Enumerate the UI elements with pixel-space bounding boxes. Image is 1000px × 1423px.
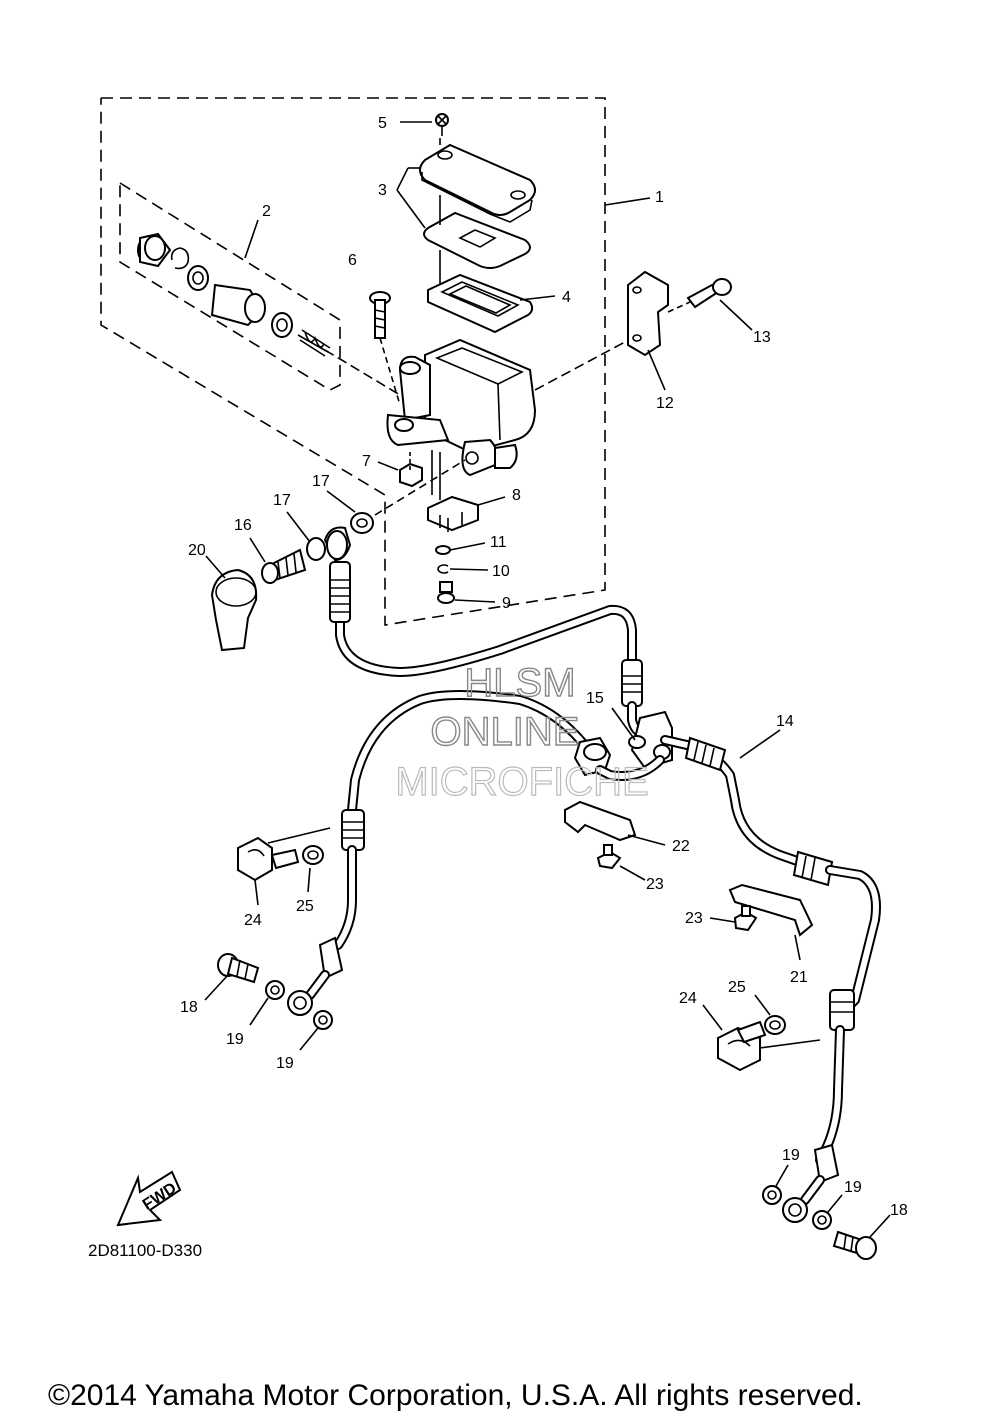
callout-17b: 17 bbox=[312, 473, 330, 490]
washer-part-19c bbox=[762, 1164, 789, 1205]
piston-kit-boundary bbox=[119, 181, 341, 391]
callout-22: 22 bbox=[672, 838, 690, 855]
callout-19b: 19 bbox=[276, 1055, 294, 1072]
callout-25b: 25 bbox=[728, 979, 746, 996]
copyright-notice: ©2014 Yamaha Motor Corporation, U.S.A. A… bbox=[48, 1379, 863, 1412]
screw-part-9 bbox=[437, 581, 496, 604]
brake-hose-right-part-14 bbox=[660, 729, 881, 1223]
piston-kit-part-2 bbox=[137, 232, 401, 396]
bracket-part-22 bbox=[564, 800, 666, 846]
callout-17a: 17 bbox=[273, 492, 291, 509]
screw-part-5 bbox=[400, 113, 449, 136]
washer-part-19b bbox=[299, 1010, 333, 1051]
nut-part-25a bbox=[302, 845, 324, 893]
callout-4: 4 bbox=[562, 289, 571, 306]
joint-part-15 bbox=[611, 707, 673, 770]
callout-21: 21 bbox=[790, 969, 808, 986]
callout-12: 12 bbox=[656, 395, 674, 412]
callout-24a: 24 bbox=[244, 912, 262, 929]
washer-part-19d bbox=[812, 1194, 843, 1230]
callout-7: 7 bbox=[362, 453, 371, 470]
callout-5: 5 bbox=[378, 115, 387, 132]
bolt-part-23a bbox=[596, 844, 646, 881]
diaphragm-part-4 bbox=[427, 273, 556, 334]
master-cylinder-body bbox=[386, 334, 639, 500]
watermark-line2: ONLINE bbox=[431, 710, 580, 754]
holder-part-12 bbox=[627, 270, 669, 391]
watermark-line3: MICROFICHE bbox=[395, 760, 648, 804]
callout-20: 20 bbox=[188, 542, 206, 559]
bolt-part-13 bbox=[667, 278, 753, 331]
callout-3: 3 bbox=[378, 182, 387, 199]
diagram-code: 2D81100-D330 bbox=[88, 1241, 202, 1260]
nut-part-7 bbox=[377, 450, 423, 488]
callout-10: 10 bbox=[492, 563, 510, 580]
nut-part-25b bbox=[754, 994, 786, 1035]
watermark-line1: HLSM bbox=[464, 661, 575, 705]
bolt-part-23b bbox=[709, 905, 758, 932]
union-bolt-part-18b bbox=[832, 1214, 891, 1260]
washer-part-11 bbox=[435, 542, 486, 555]
brake-switch-part-8 bbox=[427, 495, 506, 532]
assembly-boundary bbox=[100, 97, 606, 626]
callout-19c: 19 bbox=[782, 1147, 800, 1164]
callout-labels: 1 2 3 4 5 6 7 8 9 10 11 12 13 14 15 16 1… bbox=[180, 115, 908, 1219]
callout-8: 8 bbox=[512, 487, 521, 504]
callout-18a: 18 bbox=[180, 999, 198, 1016]
leader-lines bbox=[244, 197, 651, 259]
forward-arrow-icon: FWD bbox=[116, 1170, 182, 1227]
hose-clamp-part-24a bbox=[237, 827, 331, 906]
union-bolt-part-18a bbox=[204, 953, 260, 1001]
bolt-part-6 bbox=[369, 291, 401, 406]
reservoir-cap-part-3 bbox=[396, 138, 536, 285]
callout-1: 1 bbox=[655, 189, 664, 206]
callout-2: 2 bbox=[262, 203, 271, 220]
brake-hose-left bbox=[287, 690, 665, 1016]
circlip-part-10 bbox=[437, 564, 489, 574]
callout-23a: 23 bbox=[646, 876, 664, 893]
washer-part-19a bbox=[249, 980, 285, 1026]
callout-11: 11 bbox=[490, 534, 507, 551]
callout-9: 9 bbox=[502, 595, 511, 612]
callout-23b: 23 bbox=[685, 910, 703, 927]
callout-19a: 19 bbox=[226, 1031, 244, 1048]
hose-clamp-part-24b bbox=[702, 1004, 821, 1072]
callout-24b: 24 bbox=[679, 990, 697, 1007]
callout-15: 15 bbox=[586, 690, 604, 707]
callout-25a: 25 bbox=[296, 898, 314, 915]
watermark: HLSM ONLINE MICROFICHE bbox=[395, 660, 650, 804]
banjo-fitting-parts bbox=[205, 459, 466, 652]
callout-18b: 18 bbox=[890, 1202, 908, 1219]
callout-14: 14 bbox=[776, 713, 794, 730]
callout-13: 13 bbox=[753, 329, 771, 346]
callout-6: 6 bbox=[348, 252, 357, 269]
callout-16: 16 bbox=[234, 517, 252, 534]
callout-19d: 19 bbox=[844, 1179, 862, 1196]
bracket-part-21 bbox=[728, 883, 814, 961]
